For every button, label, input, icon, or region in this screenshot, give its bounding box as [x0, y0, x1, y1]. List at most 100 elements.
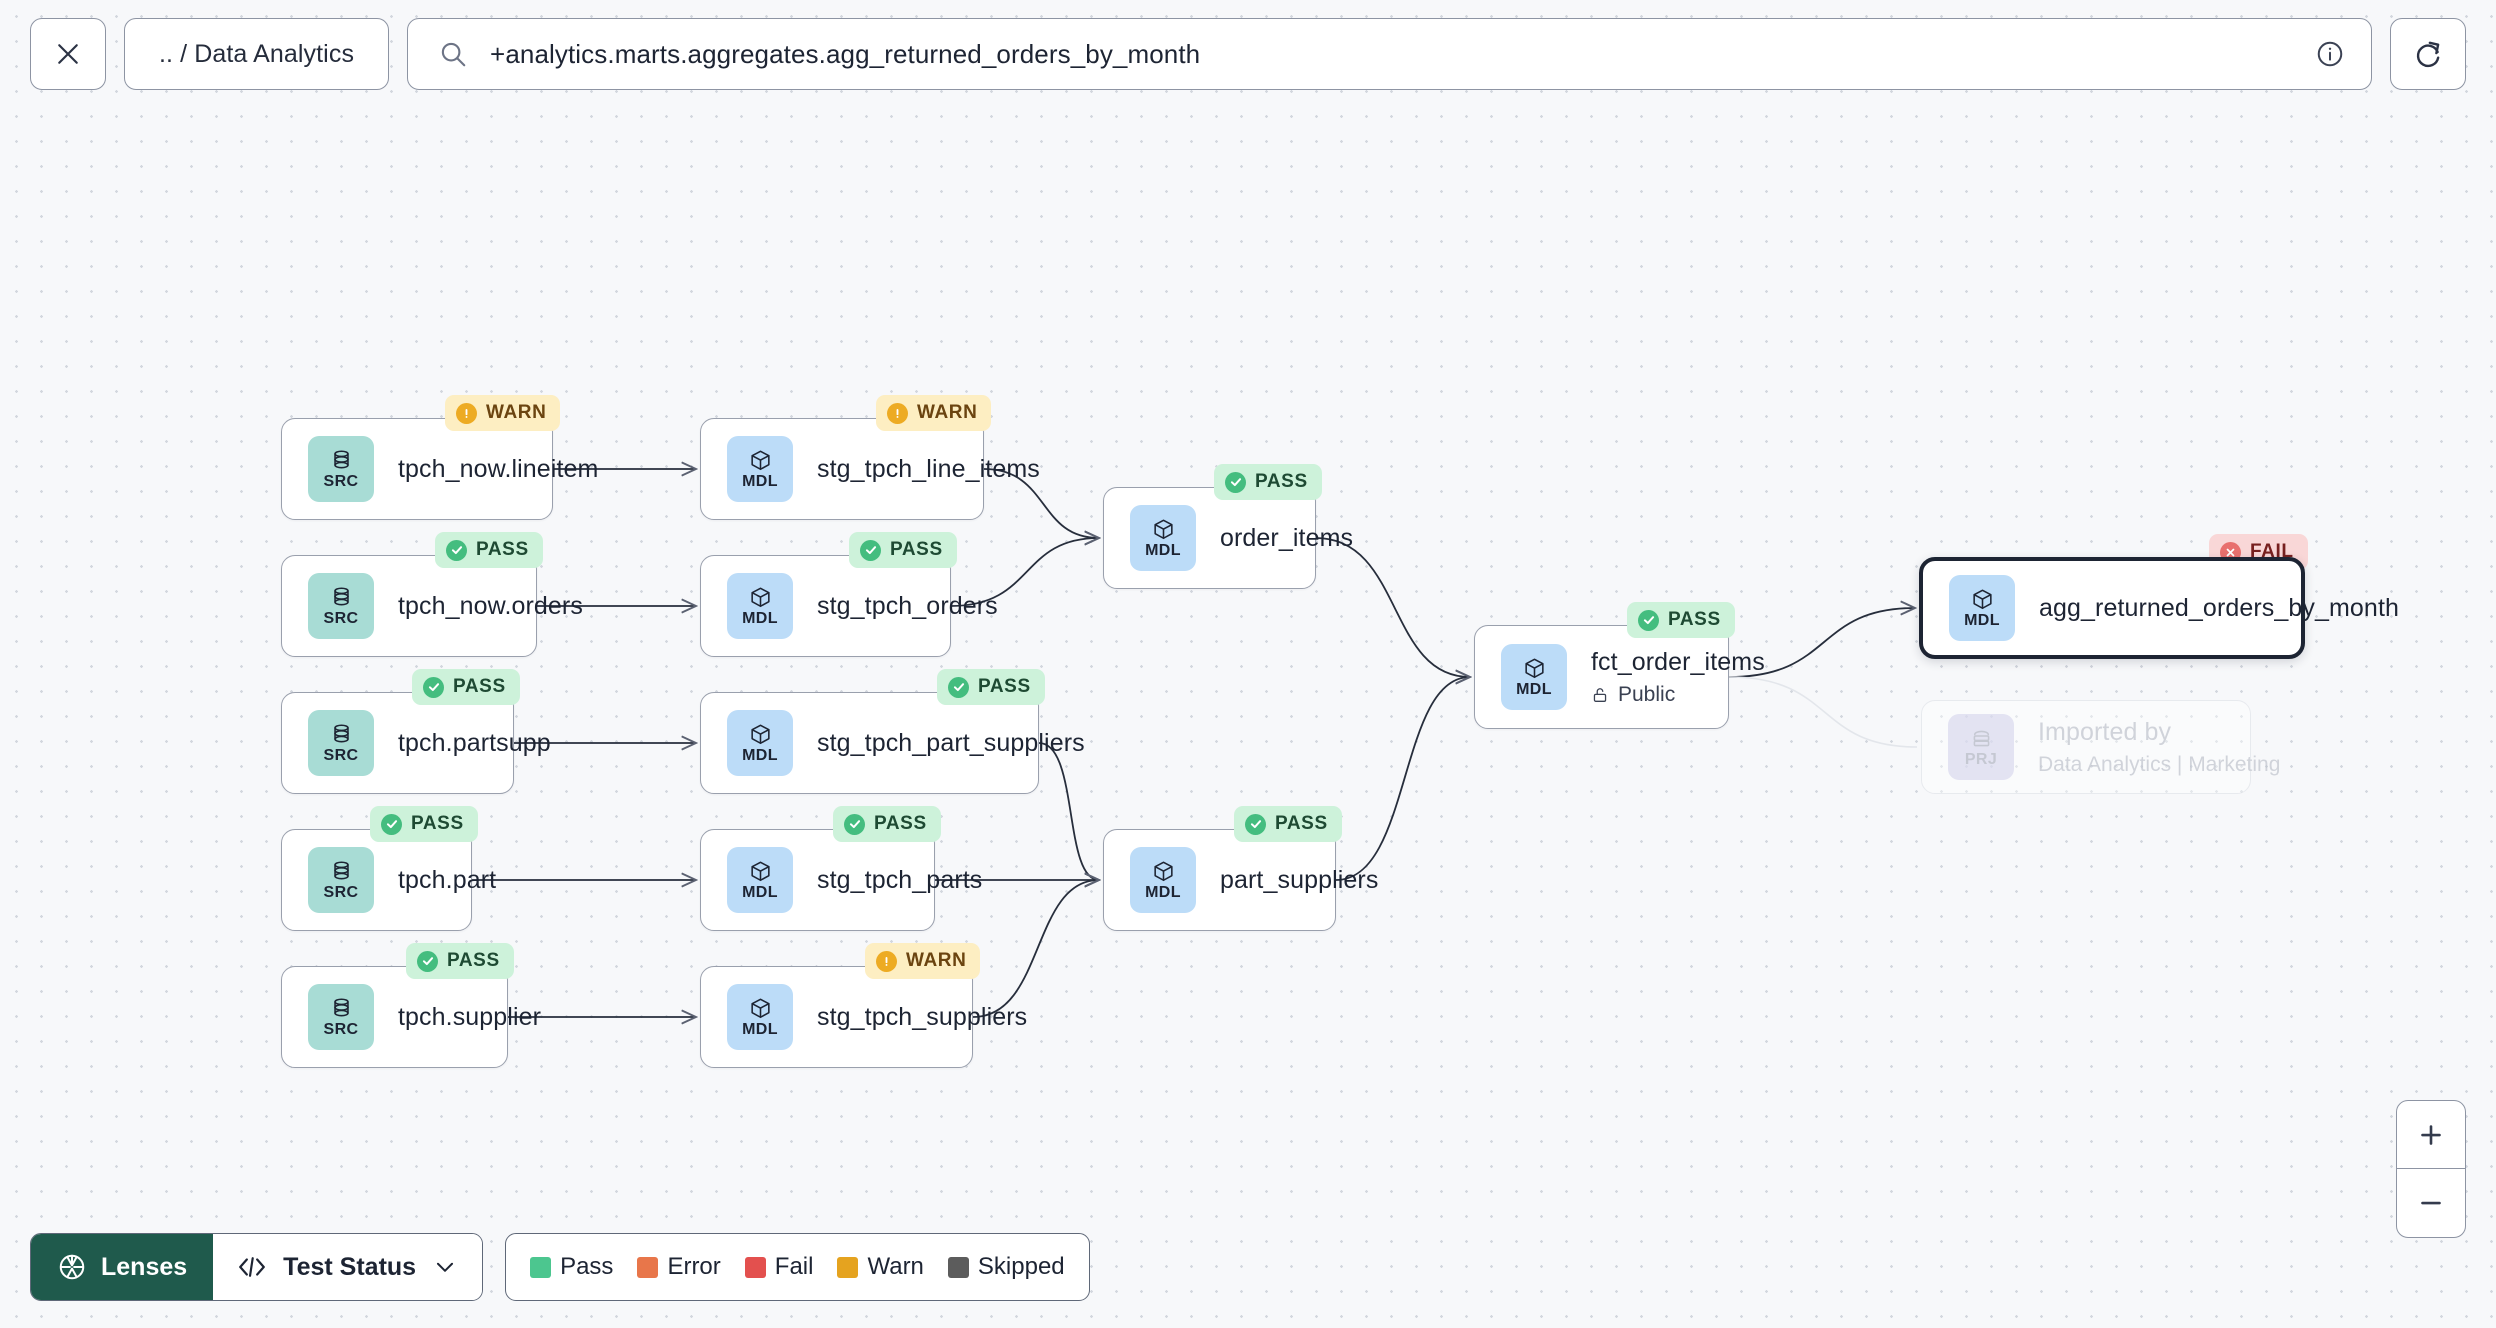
- node-text: order_items: [1220, 524, 1353, 553]
- legend-swatch: [837, 1256, 859, 1278]
- node-subtitle: Data Analytics | Marketing: [2038, 752, 2281, 776]
- node-kind-chip: MDL: [1501, 644, 1567, 710]
- graph-node-tpch_now_lineitem[interactable]: SRC tpch_now.lineitem: [281, 418, 599, 520]
- node-kind-chip: SRC: [308, 436, 374, 502]
- status-badge-part_suppliers[interactable]: PASS: [1234, 806, 1342, 842]
- database-icon: [333, 998, 349, 1017]
- cube-icon: [1153, 861, 1173, 882]
- breadcrumb-label: .. / Data Analytics: [159, 39, 355, 68]
- code-icon: [239, 1257, 266, 1277]
- top-toolbar: .. / Data Analytics +analytics.marts.agg…: [0, 0, 2496, 108]
- cube-icon: [1972, 589, 1992, 610]
- status-badge-stg_tpch_orders[interactable]: PASS: [849, 532, 957, 568]
- status-dot: [1225, 471, 1246, 493]
- search-bar[interactable]: +analytics.marts.aggregates.agg_returned…: [407, 18, 2372, 90]
- node-title: part_suppliers: [1220, 865, 1379, 894]
- zoom-in-button[interactable]: [2397, 1101, 2465, 1169]
- status-badge-tpch_partsupp[interactable]: PASS: [412, 669, 520, 705]
- node-title: fct_order_items: [1591, 647, 1765, 676]
- database-icon: [333, 450, 349, 469]
- lenses-button[interactable]: Lenses: [31, 1234, 214, 1300]
- status-dot: [446, 539, 467, 561]
- cube-icon: [750, 724, 770, 745]
- legend-item-pass[interactable]: Pass: [530, 1253, 613, 1281]
- status-badge-order_items[interactable]: PASS: [1214, 464, 1322, 500]
- graph-node-tpch_supplier[interactable]: SRC tpch.supplier: [281, 966, 541, 1068]
- graph-node-stg_tpch_line_items[interactable]: MDL stg_tpch_line_items: [700, 418, 1040, 520]
- node-title: stg_tpch_part_suppliers: [817, 728, 1085, 757]
- status-label: PASS: [1275, 813, 1328, 834]
- node-text: fct_order_items Public: [1591, 647, 1765, 707]
- node-text: stg_tpch_orders: [817, 591, 998, 621]
- node-kind-chip: MDL: [727, 710, 793, 776]
- status-badge-tpch_now_lineitem[interactable]: WARN: [445, 395, 561, 431]
- node-kind-chip: SRC: [308, 573, 374, 639]
- node-title: stg_tpch_orders: [817, 591, 998, 620]
- lenses-label: Lenses: [101, 1252, 188, 1281]
- graph-node-tpch_part[interactable]: SRC tpch.part: [281, 829, 496, 931]
- node-kind-label: MDL: [1145, 542, 1181, 559]
- status-badge-stg_tpch_suppliers[interactable]: WARN: [865, 943, 981, 979]
- edge-part_suppliers-to-fct_order_items: [1335, 677, 1470, 881]
- node-kind-chip: SRC: [308, 710, 374, 776]
- legend-item-error[interactable]: Error: [637, 1253, 721, 1281]
- edge-order_items-to-fct_order_items: [1315, 537, 1470, 677]
- legend-item-fail[interactable]: Fail: [744, 1253, 813, 1281]
- info-icon[interactable]: [2315, 39, 2345, 69]
- test-status-dropdown[interactable]: Test Status: [213, 1234, 483, 1300]
- graph-node-stg_tpch_part_suppliers[interactable]: MDL stg_tpch_part_suppliers: [700, 692, 1085, 794]
- status-label: FAIL: [2250, 541, 2294, 562]
- node-title: stg_tpch_line_items: [817, 454, 1040, 483]
- legend-item-skipped[interactable]: Skipped: [947, 1253, 1065, 1281]
- status-label: PASS: [874, 813, 927, 834]
- graph-node-agg_returned_orders_by_month[interactable]: MDL agg_returned_orders_by_month: [1919, 557, 2399, 659]
- node-text: stg_tpch_parts: [817, 866, 982, 895]
- breadcrumb[interactable]: .. / Data Analytics: [124, 18, 390, 90]
- close-button[interactable]: [30, 18, 106, 90]
- node-text: Imported by Data Analytics | Marketing: [2038, 717, 2281, 777]
- graph-node-stg_tpch_suppliers[interactable]: MDL stg_tpch_suppliers: [700, 966, 1027, 1068]
- cube-icon: [1153, 519, 1173, 540]
- node-title: Imported by: [2038, 717, 2172, 746]
- status-badge-stg_tpch_part_suppliers[interactable]: PASS: [937, 669, 1045, 705]
- zoom-out-button[interactable]: [2397, 1169, 2465, 1237]
- node-kind-label: MDL: [742, 747, 778, 764]
- node-title: tpch_now.lineitem: [398, 454, 599, 483]
- status-dot: [876, 950, 897, 972]
- graph-node-tpch_partsupp[interactable]: SRC tpch.partsupp: [281, 692, 551, 794]
- status-badge-stg_tpch_parts[interactable]: PASS: [833, 806, 941, 842]
- graph-node-stg_tpch_orders[interactable]: MDL stg_tpch_orders: [700, 555, 998, 657]
- graph-node-tpch_now_orders[interactable]: SRC tpch_now.orders: [281, 555, 583, 657]
- status-dot: [1638, 609, 1659, 631]
- graph-node-part_suppliers[interactable]: MDL part_suppliers: [1103, 829, 1379, 931]
- node-kind-label: SRC: [323, 473, 359, 490]
- unlock-icon: [1593, 687, 1607, 702]
- status-label: PASS: [1668, 609, 1721, 630]
- node-kind-label: SRC: [323, 1021, 359, 1038]
- status-dot: [887, 402, 908, 424]
- legend-swatch: [744, 1256, 766, 1278]
- status-badge-fct_order_items[interactable]: PASS: [1627, 602, 1735, 638]
- status-label: PASS: [447, 950, 500, 971]
- status-badge-tpch_now_orders[interactable]: PASS: [435, 532, 543, 568]
- node-kind-label: SRC: [323, 610, 359, 627]
- node-text: tpch.part: [398, 866, 496, 895]
- node-kind-chip: SRC: [308, 847, 374, 913]
- legend-item-warn[interactable]: Warn: [837, 1253, 924, 1281]
- close-icon: [58, 44, 78, 64]
- minus-icon: [2421, 1201, 2441, 1205]
- search-input[interactable]: +analytics.marts.aggregates.agg_returned…: [490, 38, 1201, 69]
- graph-node-stg_tpch_parts[interactable]: MDL stg_tpch_parts: [700, 829, 982, 931]
- graph-node-order_items[interactable]: MDL order_items: [1103, 487, 1353, 589]
- status-badge-stg_tpch_line_items[interactable]: WARN: [876, 395, 992, 431]
- node-kind-chip: MDL: [1949, 575, 2015, 641]
- refresh-button[interactable]: [2390, 18, 2466, 90]
- status-label: WARN: [917, 402, 978, 423]
- status-badge-tpch_part[interactable]: PASS: [370, 806, 478, 842]
- database-icon: [333, 587, 349, 606]
- lens-control-group: Lenses Test Status: [30, 1233, 484, 1301]
- status-badge-tpch_supplier[interactable]: PASS: [406, 943, 514, 979]
- graph-node-fct_order_items[interactable]: MDL fct_order_items Public: [1474, 625, 1765, 729]
